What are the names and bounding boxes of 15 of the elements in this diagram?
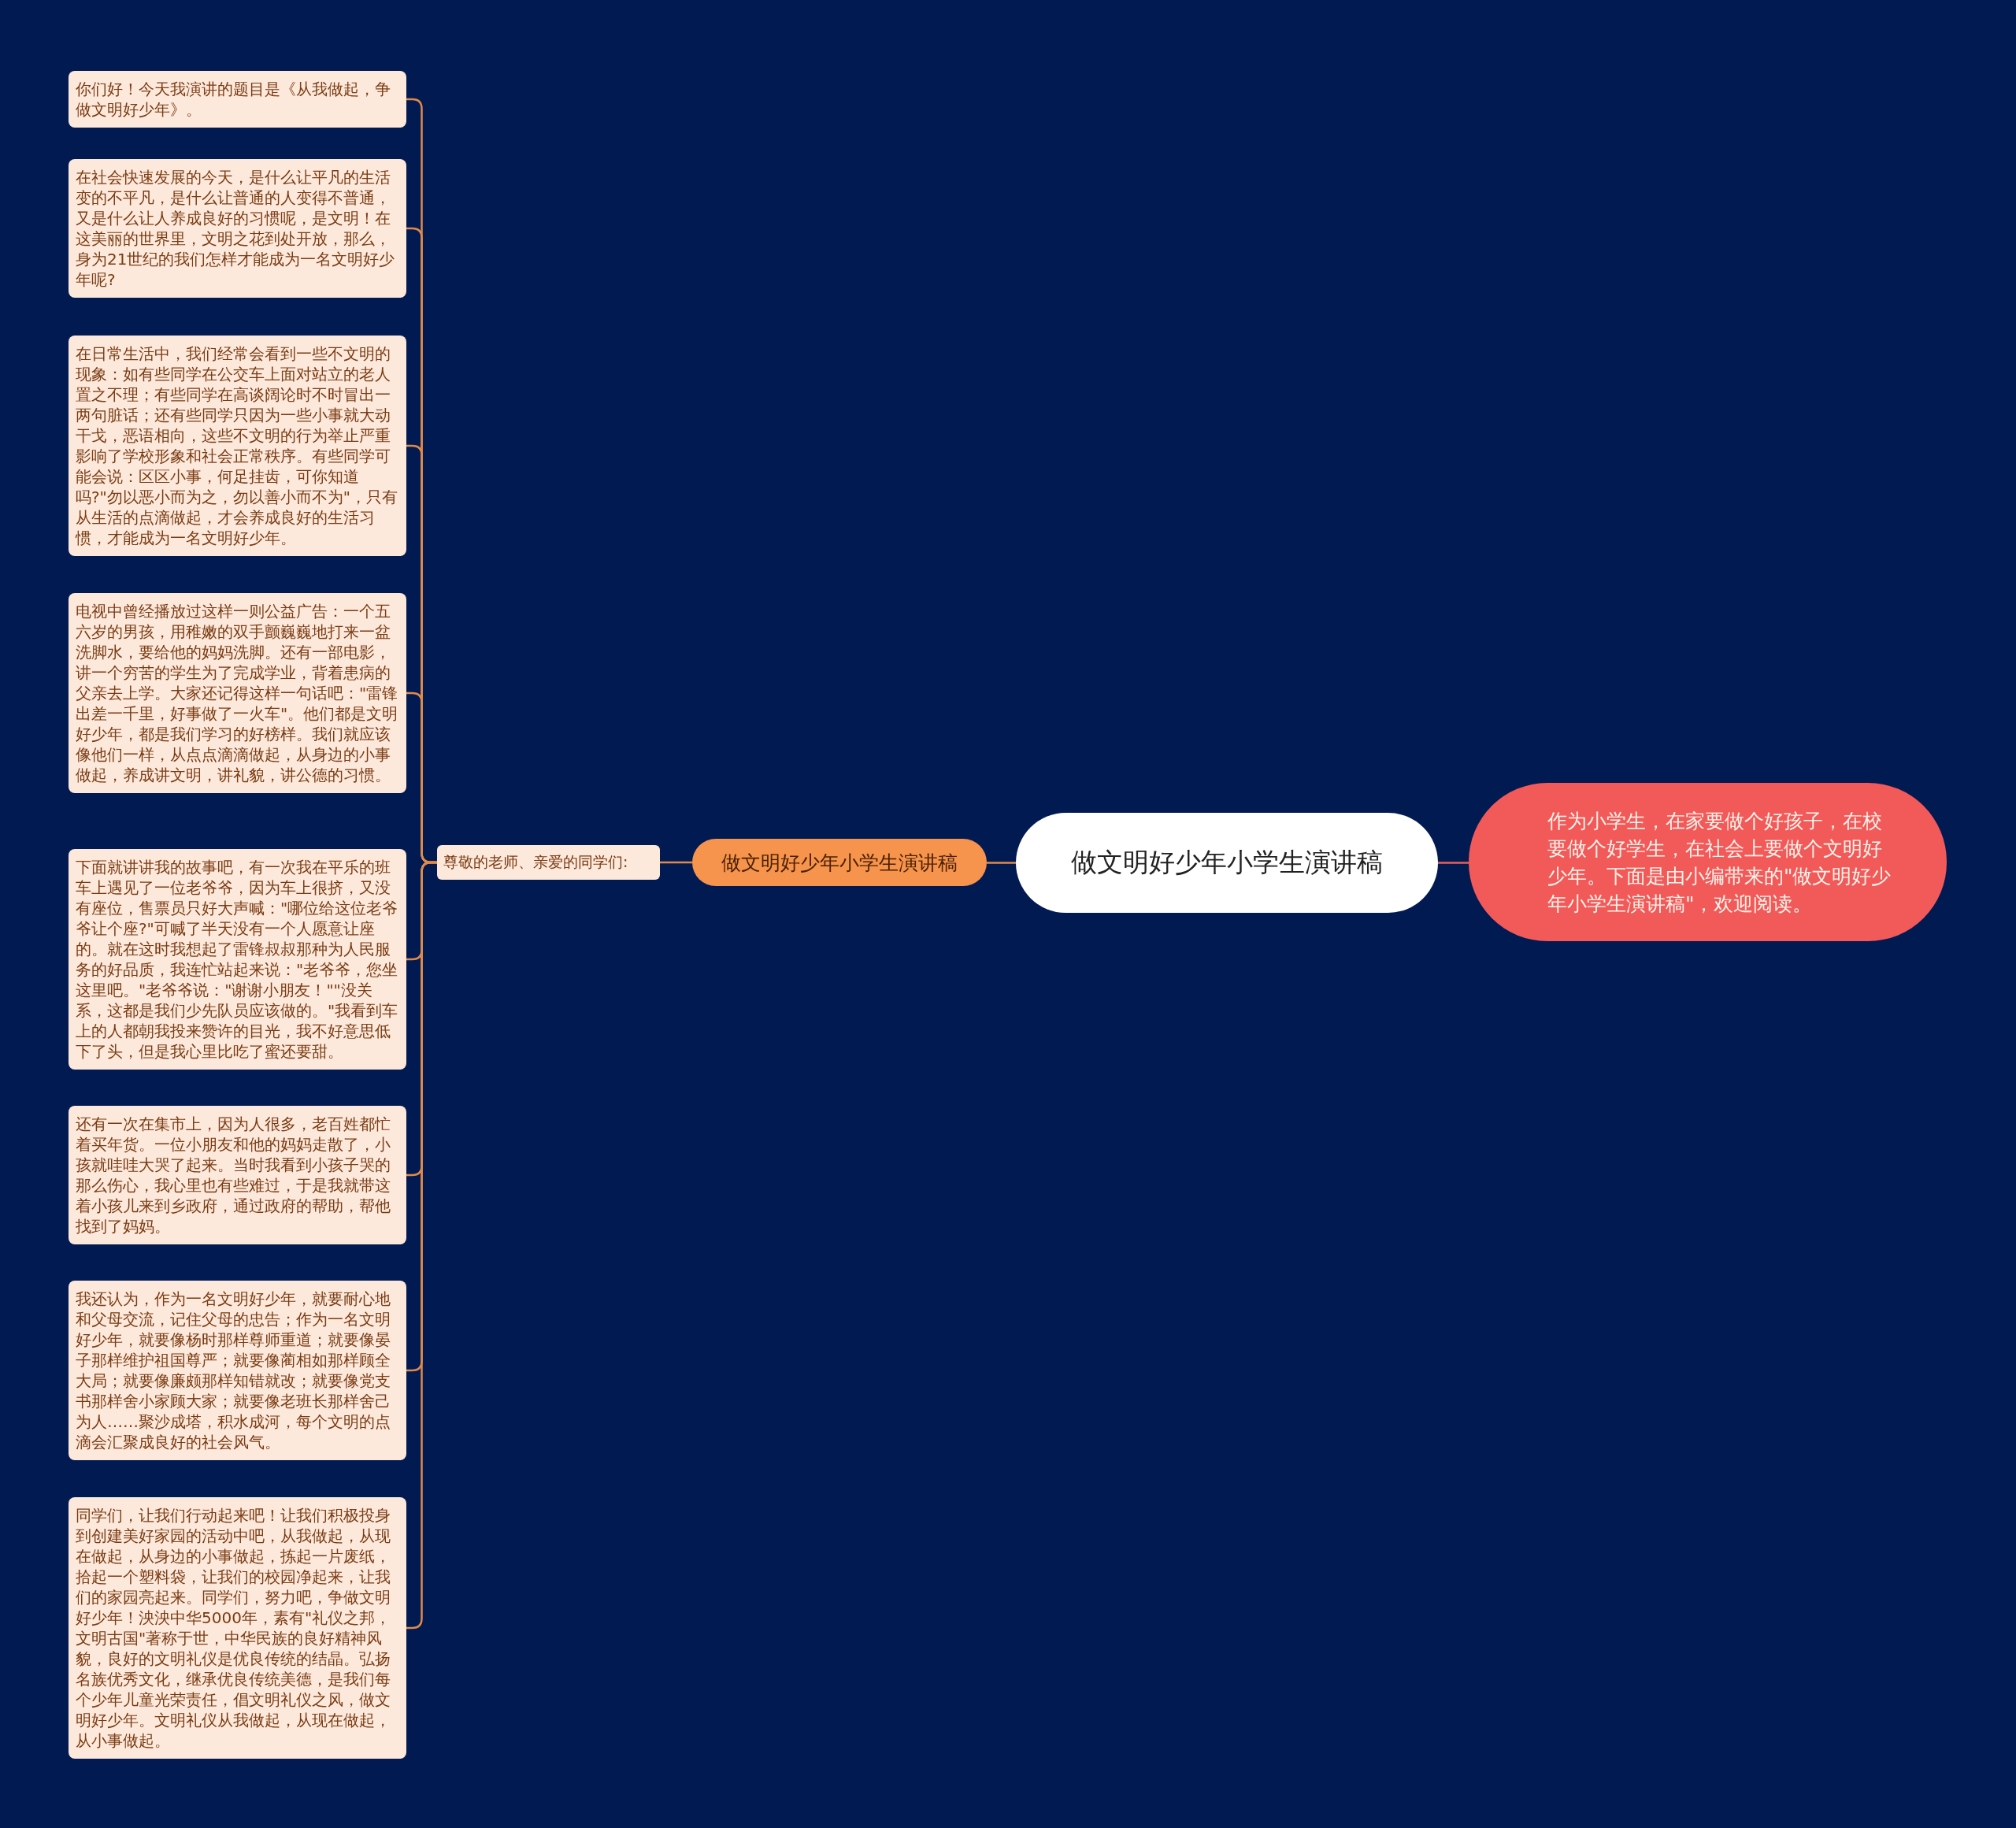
subtopic-node: 尊敬的老师、亲爱的同学们: [437, 845, 660, 880]
connector-line [987, 862, 1016, 864]
text-card: 还有一次在集市上，因为人很多，老百姓都忙着买年货。一位小朋友和他的妈妈走散了，小孩就哇哇大哭了起来。当时我看到小孩子哭的那么伤心，我心里也有些难过，于是我就带这着小孩儿来到乡政府，通过政府的帮助，帮他找到了妈妈。 [69, 1106, 406, 1244]
connector-line [1438, 862, 1469, 864]
text-card: 我还认为，作为一名文明好少年，就要耐心地和父母交流，记住父母的忠告；作为一名文明好少年，就要像杨时那样尊师重道；就要像晏子那样维护祖国尊严；就要像蔺相如那样顾全大局；就要像廉颇那样知错就改；就要像党支书那样舍小家顾大家；就要像老班长那样舍己为人……聚沙成塔，积水成河，每个文明的点滴会汇聚成良好的社会风气。 [69, 1281, 406, 1460]
connector-line [660, 861, 692, 864]
text-card: 下面就讲讲我的故事吧，有一次我在平乐的班车上遇见了一位老爷爷，因为车上很挤，又没有座位，售票员只好大声喊："哪位给这位老爷爷让个座?"可喊了半天没有一个人愿意让座的。就在这时我想起了雷锋叔叔那种为人民服务的好品质，我连忙站起来说："老爷爷，您坐这里吧。"老爷爷说："谢谢小朋友！""没关系，这都是我们少先队员应该做的。"我看到车上的人都朝我投来赞许的目光，我不好意思低下了头，但是我心里比吃了蜜还要甜。 [69, 849, 406, 1070]
text-card: 同学们，让我们行动起来吧！让我们积极投身到创建美好家园的活动中吧，从我做起，从现在做起，从身边的小事做起，拣起一片废纸，拾起一个塑料袋，让我们的校园净起来，让我们的家园亮起来。同学们，努力吧，争做文明好少年！泱泱中华5000年，素有"礼仪之邦，文明古国"著称于世，中华民族的良好精神风貌，良好的文明礼仪是优良传统的结晶。弘扬名族优秀文化，继承优良传统美德，是我们每个少年儿童光荣责任，倡文明礼仪之风，做文明好少年。文明礼仪从我做起，从现在做起，从小事做起。 [69, 1497, 406, 1759]
topic-node: 做文明好少年小学生演讲稿 [692, 839, 987, 886]
text-card: 你们好！今天我演讲的题目是《从我做起，争做文明好少年》。 [69, 71, 406, 128]
text-card: 电视中曾经播放过这样一则公益广告：一个五六岁的男孩，用稚嫩的双手颤巍巍地打来一盆洗脚水，要给他的妈妈洗脚。还有一部电影，讲一个穷苦的学生为了完成学业，背着患病的父亲去上学。大家还记得这样一句话吧："雷锋出差一千里，好事做了一火车"。他们都是文明好少年，都是我们学习的好榜样。我们就应该像他们一样，从点点滴滴做起，从身边的小事做起，养成讲文明，讲礼貌，讲公德的习惯。 [69, 593, 406, 793]
text-card: 在社会快速发展的今天，是什么让平凡的生活变的不平凡，是什么让普通的人变得不普通，又是什么让人养成良好的习惯呢，是文明！在这美丽的世界里，文明之花到处开放，那么，身为21世纪的我们怎样才能成为一名文明好少年呢? [69, 159, 406, 298]
text-card: 在日常生活中，我们经常会看到一些不文明的现象：如有些同学在公交车上面对站立的老人置之不理；有些同学在高谈阔论时不时冒出一两句脏话；还有些同学只因为一些小事就大动干戈，恶语相向，这些不文明的行为举止严重影响了学校形象和社会正常秩序。有些同学可能会说：区区小事，何足挂齿，可你知道吗?"勿以恶小而为之，勿以善小而不为"，只有从生活的点滴做起，才会养成良好的生活习惯，才能成为一名文明好少年。 [69, 336, 406, 556]
central-topic: 做文明好少年小学生演讲稿 [1016, 813, 1438, 913]
intro-node: 作为小学生，在家要做个好孩子，在校要做个好学生，在社会上要做个文明好少年。下面是由小编带来的"做文明好少年小学生演讲稿"，欢迎阅读。 [1469, 783, 1947, 941]
